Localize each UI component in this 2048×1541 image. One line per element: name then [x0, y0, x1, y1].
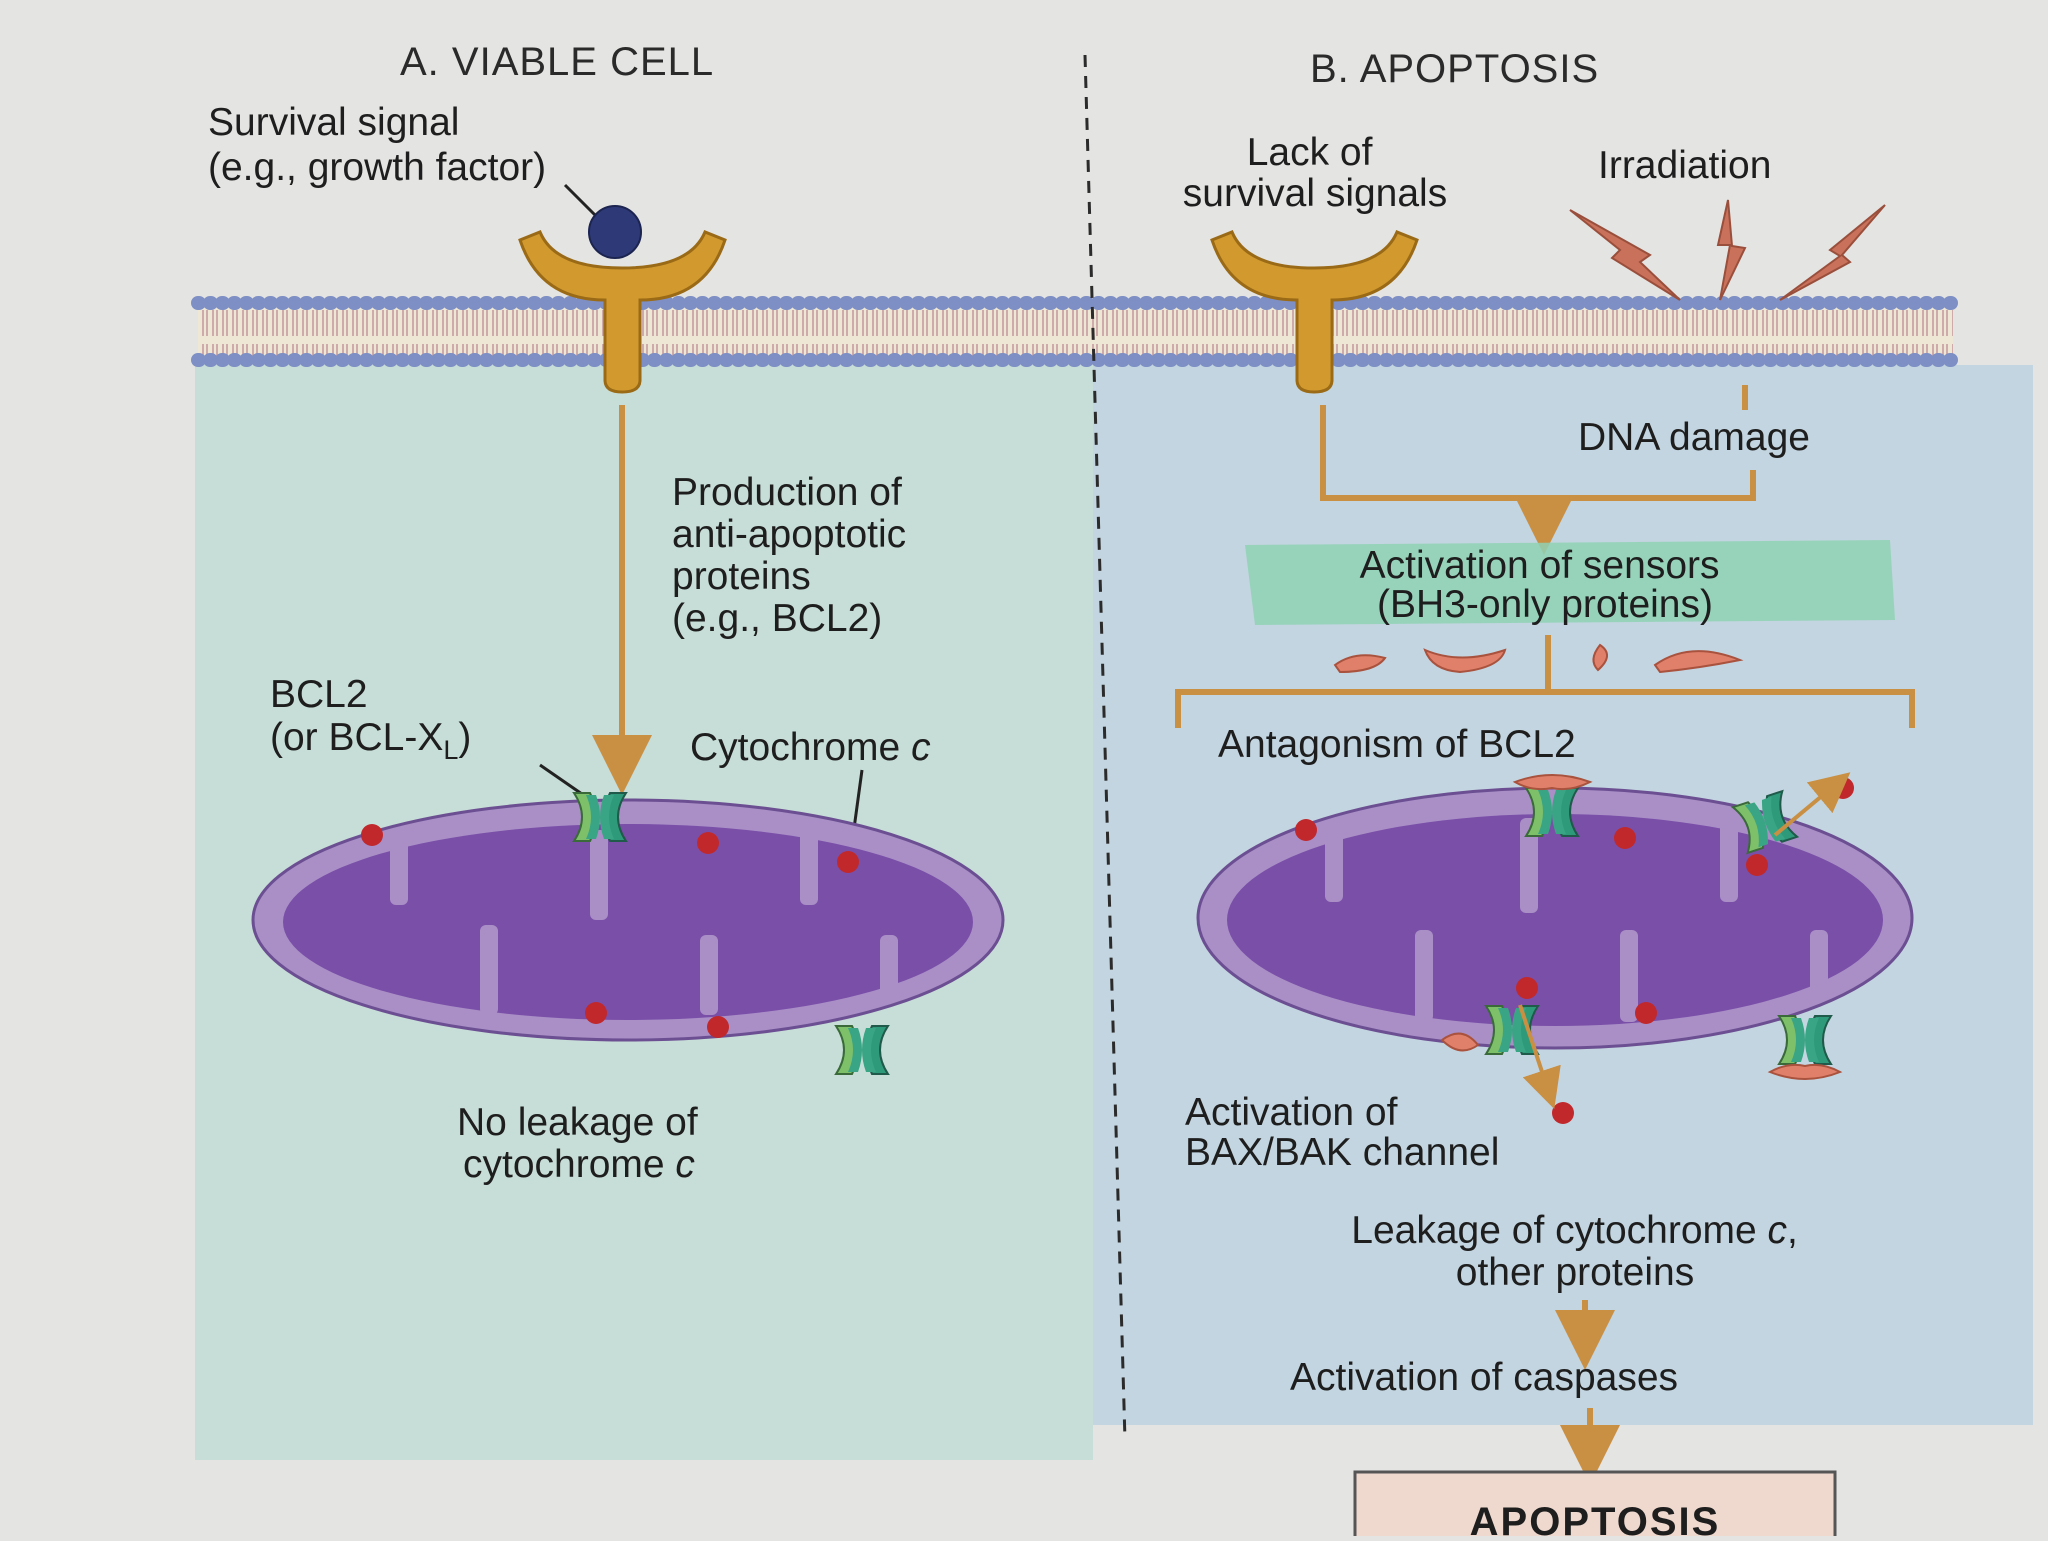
sensors-label: Activation of sensors (BH3-only proteins… — [1360, 544, 1731, 626]
production-label: Production of anti-apoptotic proteins (e… — [672, 471, 917, 640]
bcl2-label: BCL2 (or BCL-XL) — [270, 673, 471, 765]
mitochondrion-a — [251, 798, 1005, 1042]
bh3-only-proteins — [1333, 643, 1744, 674]
no-leakage-label: No leakage of cytochrome c — [457, 1101, 709, 1186]
irradiation-label: Irradiation — [1598, 144, 1771, 187]
bax-bak-label: Activation of BAX/BAK channel — [1185, 1091, 1499, 1174]
cell-membrane — [191, 296, 1960, 367]
bcl2-bound-top — [1512, 774, 1593, 837]
bcl2-bound-right — [1767, 1015, 1843, 1080]
bax-bak-channel-top-right — [1731, 772, 1851, 854]
growth-factor-ligand — [588, 205, 642, 259]
apoptosis-label: APOPTOSIS — [1470, 1500, 1721, 1536]
panel-a-title: A. VIABLE CELL — [400, 40, 714, 84]
bax-bak-channel-bottom — [1440, 1004, 1561, 1109]
sensors-highlight — [1245, 540, 1895, 625]
converging-arrow — [1320, 385, 1756, 555]
cytochrome-label: Cytochrome c — [690, 726, 931, 769]
apoptosis-box — [1353, 1470, 1837, 1541]
lack-of-survival-label: Lack of survival signals — [1183, 131, 1447, 215]
irradiation-bolts — [1569, 199, 1886, 301]
antagonism-bracket — [1175, 635, 1915, 728]
leakage-label: Leakage of cytochrome c, other proteins — [1351, 1209, 1808, 1294]
survival-signal-label: Survival signal (e.g., growth factor) — [208, 101, 546, 189]
cytochrome-c-molecules-a — [361, 824, 859, 1038]
ligand-pointer — [563, 183, 600, 220]
mitochondrion-b — [1196, 786, 1914, 1050]
panel-b-title: B. APOPTOSIS — [1310, 47, 1599, 91]
receptor-a — [518, 230, 727, 394]
antagonism-label: Antagonism of BCL2 — [1218, 723, 1576, 766]
dna-damage-label: DNA damage — [1578, 416, 1810, 459]
caspases-label: Activation of caspases — [1290, 1356, 1678, 1399]
receptor-b — [1210, 230, 1419, 394]
